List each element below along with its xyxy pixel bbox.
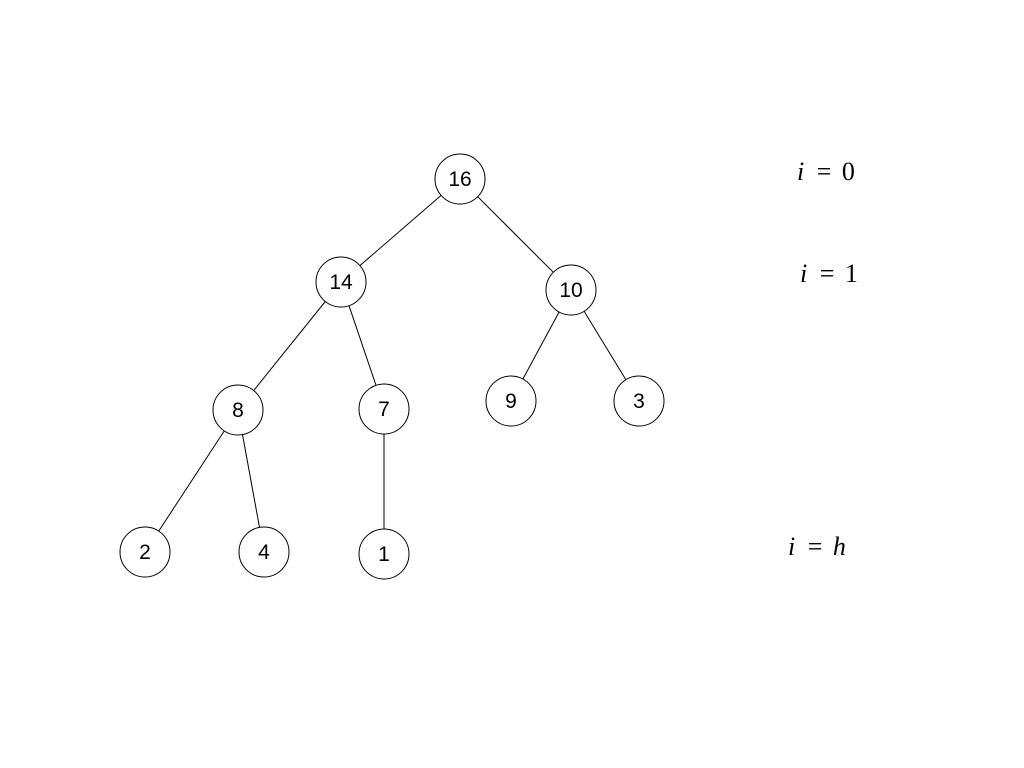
tree-nodes: 16 14 10 8 7 9 3 2 4 1 [119, 153, 665, 580]
node-value: 1 [378, 543, 390, 566]
level-h-var: i [788, 532, 795, 561]
tree-node-14: 14 [315, 256, 367, 308]
level-0-value: 0 [842, 157, 855, 186]
tree-node-16: 16 [434, 153, 486, 205]
level-label-0: i = 0 [797, 157, 855, 186]
edge-n8-n4 [242, 434, 260, 528]
node-circle [485, 375, 537, 427]
tree-node-8: 8 [212, 384, 264, 436]
node-circle [358, 383, 410, 435]
edge-n16-n14 [359, 195, 442, 266]
node-circle [613, 375, 665, 427]
tree-node-7: 7 [358, 383, 410, 435]
tree-node-3: 3 [613, 375, 665, 427]
level-1-value: 1 [845, 259, 858, 288]
node-circle [238, 526, 290, 578]
level-labels: i = 0 i = 1 i = h [788, 157, 858, 561]
level-1-eq: = [820, 259, 835, 288]
edge-n14-n8 [253, 301, 326, 391]
tree-node-1: 1 [358, 528, 410, 580]
edge-n10-n3 [583, 311, 627, 380]
tree-edges [158, 195, 627, 532]
level-h-eq: = [808, 532, 823, 561]
node-value: 4 [258, 541, 270, 564]
node-value: 7 [378, 398, 390, 421]
node-value: 3 [633, 390, 645, 413]
node-circle [212, 384, 264, 436]
tree-node-2: 2 [119, 526, 171, 578]
level-h-value: h [833, 532, 846, 561]
level-label-1: i = 1 [800, 259, 858, 288]
node-value: 9 [505, 390, 517, 413]
node-value: 10 [559, 279, 582, 302]
edge-n8-n2 [158, 430, 225, 532]
level-0-eq: = [817, 157, 832, 186]
node-value: 2 [139, 541, 151, 564]
level-0-var: i [797, 157, 804, 186]
tree-node-10: 10 [545, 264, 597, 316]
node-circle [545, 264, 597, 316]
node-circle [358, 528, 410, 580]
node-value: 8 [232, 399, 244, 422]
tree-node-9: 9 [485, 375, 537, 427]
node-circle [119, 526, 171, 578]
node-circle [434, 153, 486, 205]
level-label-h: i = h [788, 532, 846, 561]
tree-node-4: 4 [238, 526, 290, 578]
node-circle [315, 256, 367, 308]
node-value: 14 [329, 271, 353, 294]
node-value: 16 [448, 168, 471, 191]
edge-n16-n10 [477, 196, 554, 273]
level-1-var: i [800, 259, 807, 288]
edge-n10-n9 [522, 311, 560, 380]
edge-n14-n7 [348, 305, 377, 386]
